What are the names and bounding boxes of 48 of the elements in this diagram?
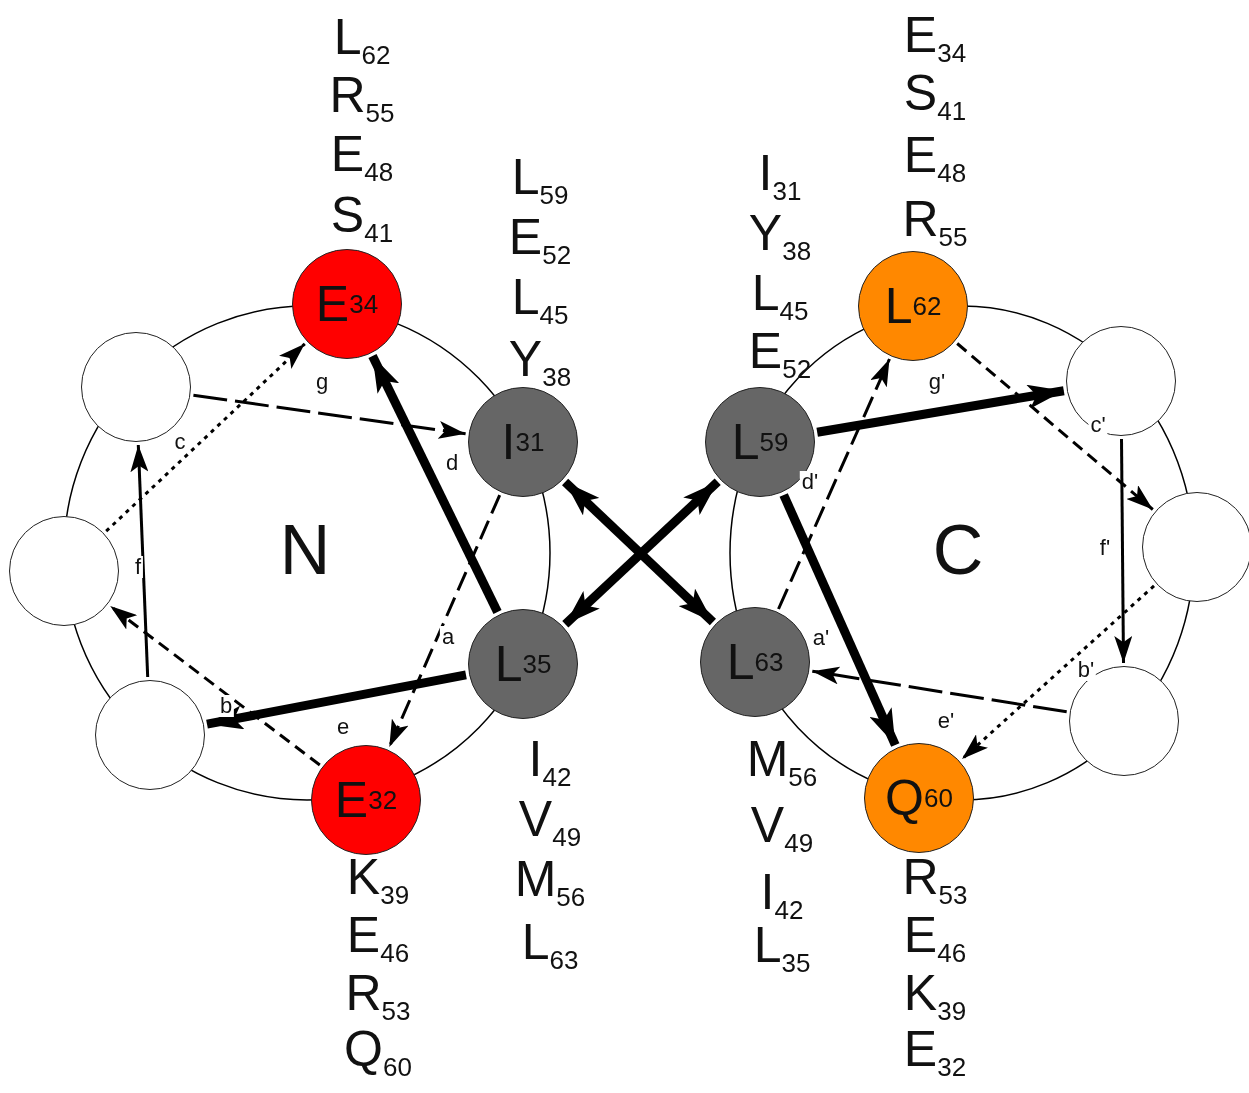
arrow: [816, 384, 1065, 437]
residue-label: K$_{39}$: [903, 967, 967, 1025]
residue-label: L$_{63}$: [521, 916, 579, 974]
residue-label: L$_{62}$: [333, 11, 391, 69]
residue-label: Y$_{38}$: [748, 207, 812, 265]
residue-label: E$_{46}$: [903, 909, 967, 967]
terminus-label: C: [932, 515, 984, 585]
residue-label: I$_{31}$: [758, 147, 802, 205]
residue-label: R$_{55}$: [902, 193, 968, 251]
residue-label: E$_{52}$: [748, 325, 812, 383]
residue-label: L$_{45}$: [751, 267, 809, 325]
heptad-position-label: c': [1088, 414, 1108, 436]
residue-label: E$_{32}$: [903, 1023, 967, 1081]
residue-label: V$_{49}$: [750, 799, 814, 857]
residue-label: R$_{55}$: [329, 69, 395, 127]
arrow: [777, 358, 891, 610]
residue-label: R$_{53}$: [345, 967, 411, 1025]
residue-label: E$_{48}$: [903, 129, 967, 187]
heptad-position-label: b: [217, 695, 235, 717]
residue-label: E$_{52}$: [508, 211, 572, 269]
residue-label: M$_{56}$: [746, 733, 818, 791]
residue-label: Q$_{60}$: [344, 1023, 412, 1081]
terminus-label: N: [279, 515, 331, 585]
residue-label: S$_{41}$: [903, 67, 967, 125]
arrow: [812, 666, 1067, 714]
residue-label: L$_{45}$: [511, 271, 569, 329]
arrow: [206, 670, 467, 730]
arrow: [779, 493, 900, 747]
residue-label: E$_{46}$: [346, 909, 410, 967]
arrow: [109, 604, 321, 767]
arrow: [387, 494, 502, 748]
residue-label: S$_{41}$: [330, 189, 394, 247]
arrow: [193, 393, 466, 439]
heptad-position-label: f: [132, 556, 144, 578]
residue-label: L$_{59}$: [511, 151, 569, 209]
arrow: [1114, 439, 1133, 663]
residue-label: E$_{48}$: [330, 128, 394, 186]
residue-label: E$_{34}$: [903, 9, 967, 67]
arrow: [956, 342, 1154, 511]
residue-label: I$_{42}$: [528, 733, 572, 791]
arrow: [368, 354, 502, 614]
residue-label: R$_{53}$: [902, 851, 968, 909]
arrow: [105, 342, 306, 533]
residue-label: V$_{49}$: [518, 793, 582, 851]
heptad-position-label: g': [926, 371, 948, 393]
residue-label: M$_{56}$: [514, 853, 586, 911]
arrow: [130, 444, 150, 678]
arrow: [961, 584, 1155, 761]
